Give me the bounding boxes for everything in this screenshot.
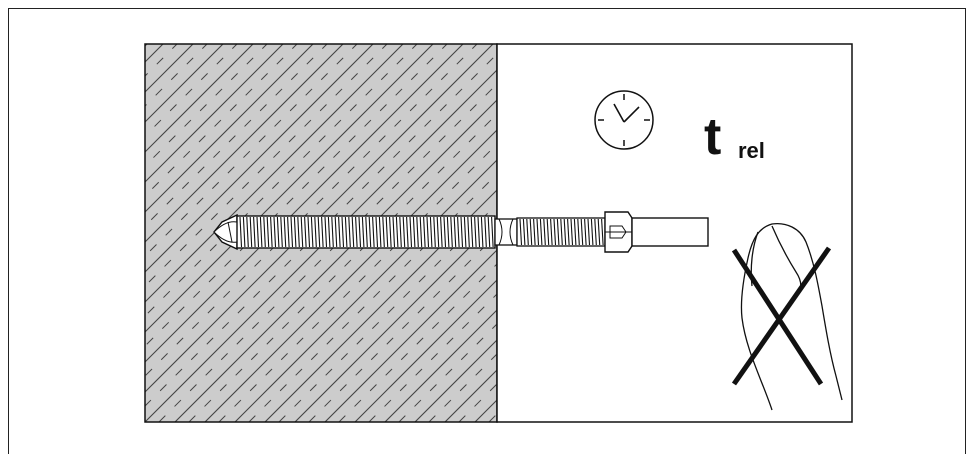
diagram-frame [8,8,966,454]
time-subscript: rel [738,138,765,163]
clock-icon [594,90,654,150]
threaded-anchor-rod [213,211,709,253]
time-symbol: t [704,108,721,166]
cross-out-icon [731,246,832,386]
